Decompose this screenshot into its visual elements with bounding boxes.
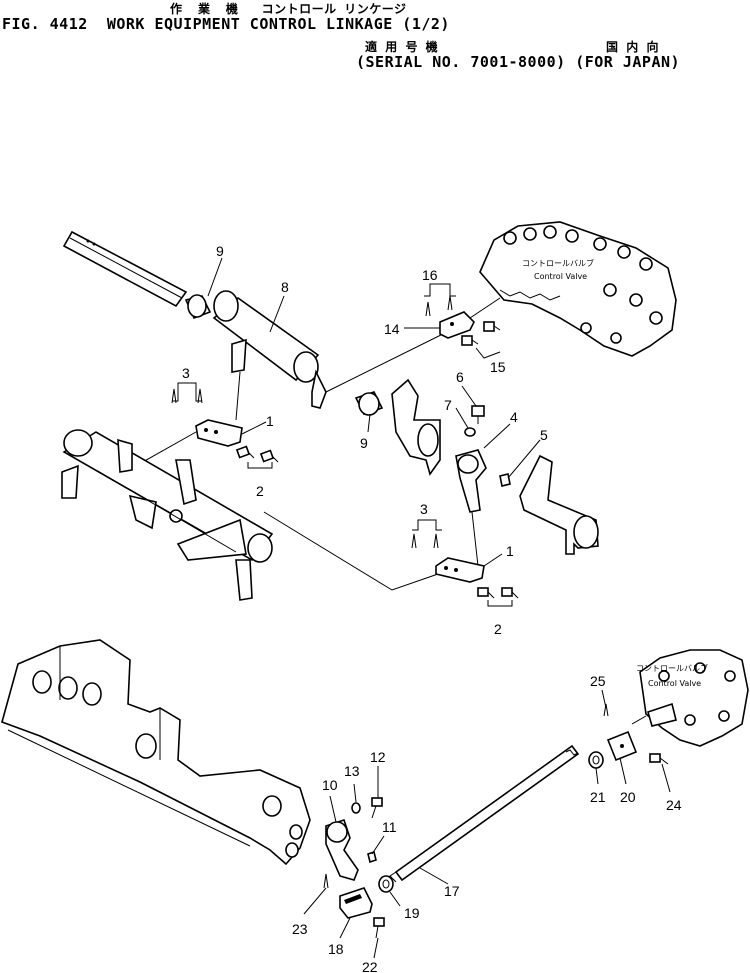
- pin-23: [323, 873, 329, 889]
- leader-lines: [207, 257, 671, 959]
- callout-22: 22: [362, 959, 378, 973]
- japanese-title: 作 業 機 コントロール リンケージ: [170, 2, 407, 16]
- cross-shaft-assembly: [61, 429, 274, 601]
- rod-line-4-1: [471, 511, 479, 567]
- callout-18: 18: [328, 941, 344, 957]
- lever-4: [455, 449, 487, 513]
- bushing-9-middle: [354, 391, 384, 416]
- nut-21: [588, 751, 604, 769]
- callout-10: 10: [322, 777, 338, 793]
- control-valve-label-en-lower: Control Valve: [648, 679, 701, 688]
- callout-25: 25: [590, 673, 606, 689]
- callout-9-middle: 9: [360, 435, 368, 451]
- figure-title: FIG. 4412 WORK EQUIPMENT CONTROL LINKAGE…: [2, 15, 450, 33]
- bolt-22: [373, 917, 385, 939]
- washer-7: [464, 427, 476, 437]
- clevis-14: [439, 311, 475, 339]
- rod-line-8-1: [235, 371, 241, 421]
- shaft: [62, 230, 188, 308]
- callout-16: 16: [422, 267, 438, 283]
- bolts-2-upper: [235, 445, 279, 469]
- pin-11: [367, 850, 377, 864]
- serial-range: (SERIAL NO. 7001-8000) (FOR JAPAN): [356, 53, 681, 71]
- rod-line-14-valve: [469, 297, 501, 319]
- callout-7: 7: [444, 397, 452, 413]
- callout-1-upper: 1: [266, 413, 274, 429]
- nut-19: [378, 875, 394, 893]
- control-valve-upper: [479, 221, 677, 357]
- callout-5: 5: [540, 427, 548, 443]
- rod-line-8-14: [325, 327, 456, 393]
- clevis-18: [339, 887, 373, 919]
- lower-frame: [1, 639, 311, 866]
- control-valve-label-en-upper: Control Valve: [534, 272, 587, 281]
- lever-10: [325, 818, 359, 881]
- bolt-24: [649, 753, 669, 765]
- callout-11: 11: [382, 819, 397, 835]
- callout-13: 13: [344, 763, 360, 779]
- bolts-15: [461, 321, 501, 359]
- cotter-pins-16: [424, 283, 456, 317]
- callout-20: 20: [620, 789, 636, 805]
- pin-5: [499, 473, 511, 487]
- bushing-9-upper: [184, 294, 212, 320]
- callout-numbers: 9 8 16 14 15 3 1 2 6 7 4 5 9 3 1 2 25 12…: [182, 243, 682, 973]
- control-valve-label-jp-lower: コントロールバルブ: [636, 663, 708, 673]
- callout-3-upper: 3: [182, 365, 190, 381]
- callout-17: 17: [444, 883, 460, 899]
- control-valve-lower: [639, 649, 749, 747]
- callout-23: 23: [292, 921, 308, 937]
- right-bracket: [519, 454, 599, 555]
- callout-21: 21: [590, 789, 606, 805]
- cotter-pins-3-upper: [171, 382, 203, 404]
- bolts-2-lower: [477, 587, 519, 607]
- clevis-1-upper: [195, 419, 243, 447]
- callout-19: 19: [404, 905, 420, 921]
- callout-24: 24: [666, 797, 682, 813]
- pin-25: [603, 703, 609, 717]
- callout-12: 12: [370, 749, 386, 765]
- callout-14: 14: [384, 321, 400, 337]
- clevis-1-lower: [435, 557, 485, 583]
- callout-4: 4: [510, 409, 518, 425]
- lever-tube-8: [212, 290, 327, 409]
- callout-1-lower: 1: [506, 543, 514, 559]
- callout-9-upper: 9: [216, 243, 224, 259]
- callout-2-lower: 2: [494, 621, 502, 637]
- callout-6: 6: [456, 369, 464, 385]
- rod-17: [389, 744, 580, 883]
- callout-2-upper: 2: [256, 483, 264, 499]
- control-valve-label-jp-upper: コントロールバルブ: [522, 258, 594, 268]
- callout-15: 15: [490, 359, 506, 375]
- clevis-20: [606, 730, 638, 762]
- japanese-applicability: 適 用 号 機: [365, 40, 439, 54]
- rod-line-lower-1: [263, 511, 439, 591]
- bolt-6: [471, 405, 485, 424]
- callout-3-lower: 3: [420, 501, 428, 517]
- japanese-country: 国 内 向: [606, 40, 659, 54]
- cotter-pins-3-lower: [411, 519, 442, 549]
- bolt-12: [371, 797, 383, 819]
- rod-line-20-valve: [631, 715, 647, 725]
- washer-13: [351, 802, 361, 814]
- lever-bracket: [391, 378, 441, 476]
- callout-8: 8: [281, 279, 289, 295]
